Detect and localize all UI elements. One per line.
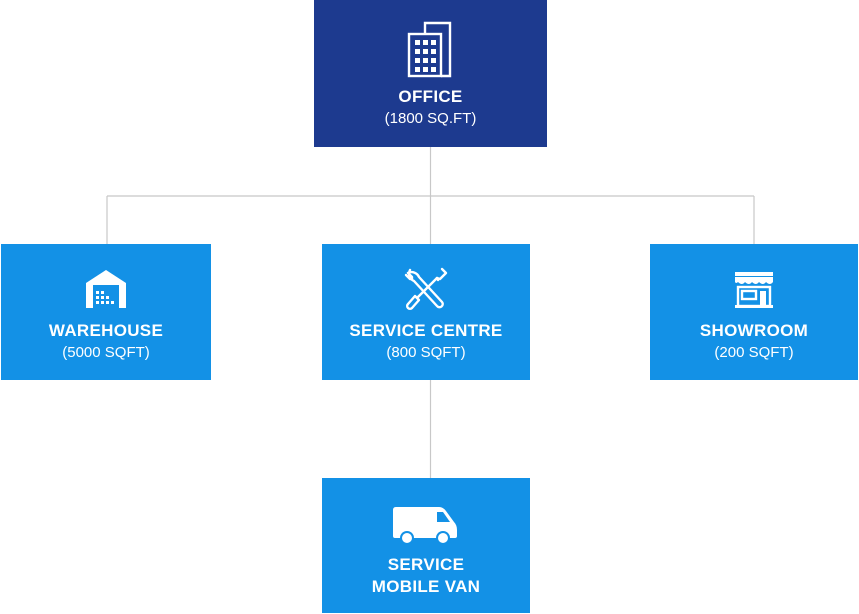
service-centre-title: SERVICE CENTRE: [349, 321, 503, 340]
warehouse-title: WAREHOUSE: [48, 321, 164, 340]
service-centre-node: SERVICE CENTRE (800 SQFT): [322, 244, 530, 380]
service-centre-area: (800 SQFT): [386, 344, 466, 361]
service-van-node: SERVICE MOBILE VAN: [322, 478, 530, 613]
storefront-icon: [735, 272, 773, 308]
wrench-screwdriver-icon: [404, 267, 448, 311]
office-building-icon: [407, 21, 451, 78]
office-area: (1800 SQ.FT): [384, 110, 477, 127]
showroom-title: SHOWROOM: [699, 321, 809, 340]
van-icon: [393, 507, 457, 545]
showroom-node: SHOWROOM (200 SQFT): [650, 244, 858, 380]
office-node: OFFICE (1800 SQ.FT): [314, 0, 547, 147]
office-title: OFFICE: [398, 87, 463, 106]
warehouse-icon: [86, 270, 126, 308]
warehouse-area: (5000 SQFT): [62, 344, 150, 361]
service-van-title-line1: SERVICE: [387, 555, 465, 574]
showroom-area: (200 SQFT): [714, 344, 794, 361]
service-van-title-line2: MOBILE VAN: [371, 577, 481, 596]
warehouse-node: WAREHOUSE (5000 SQFT): [1, 244, 211, 380]
